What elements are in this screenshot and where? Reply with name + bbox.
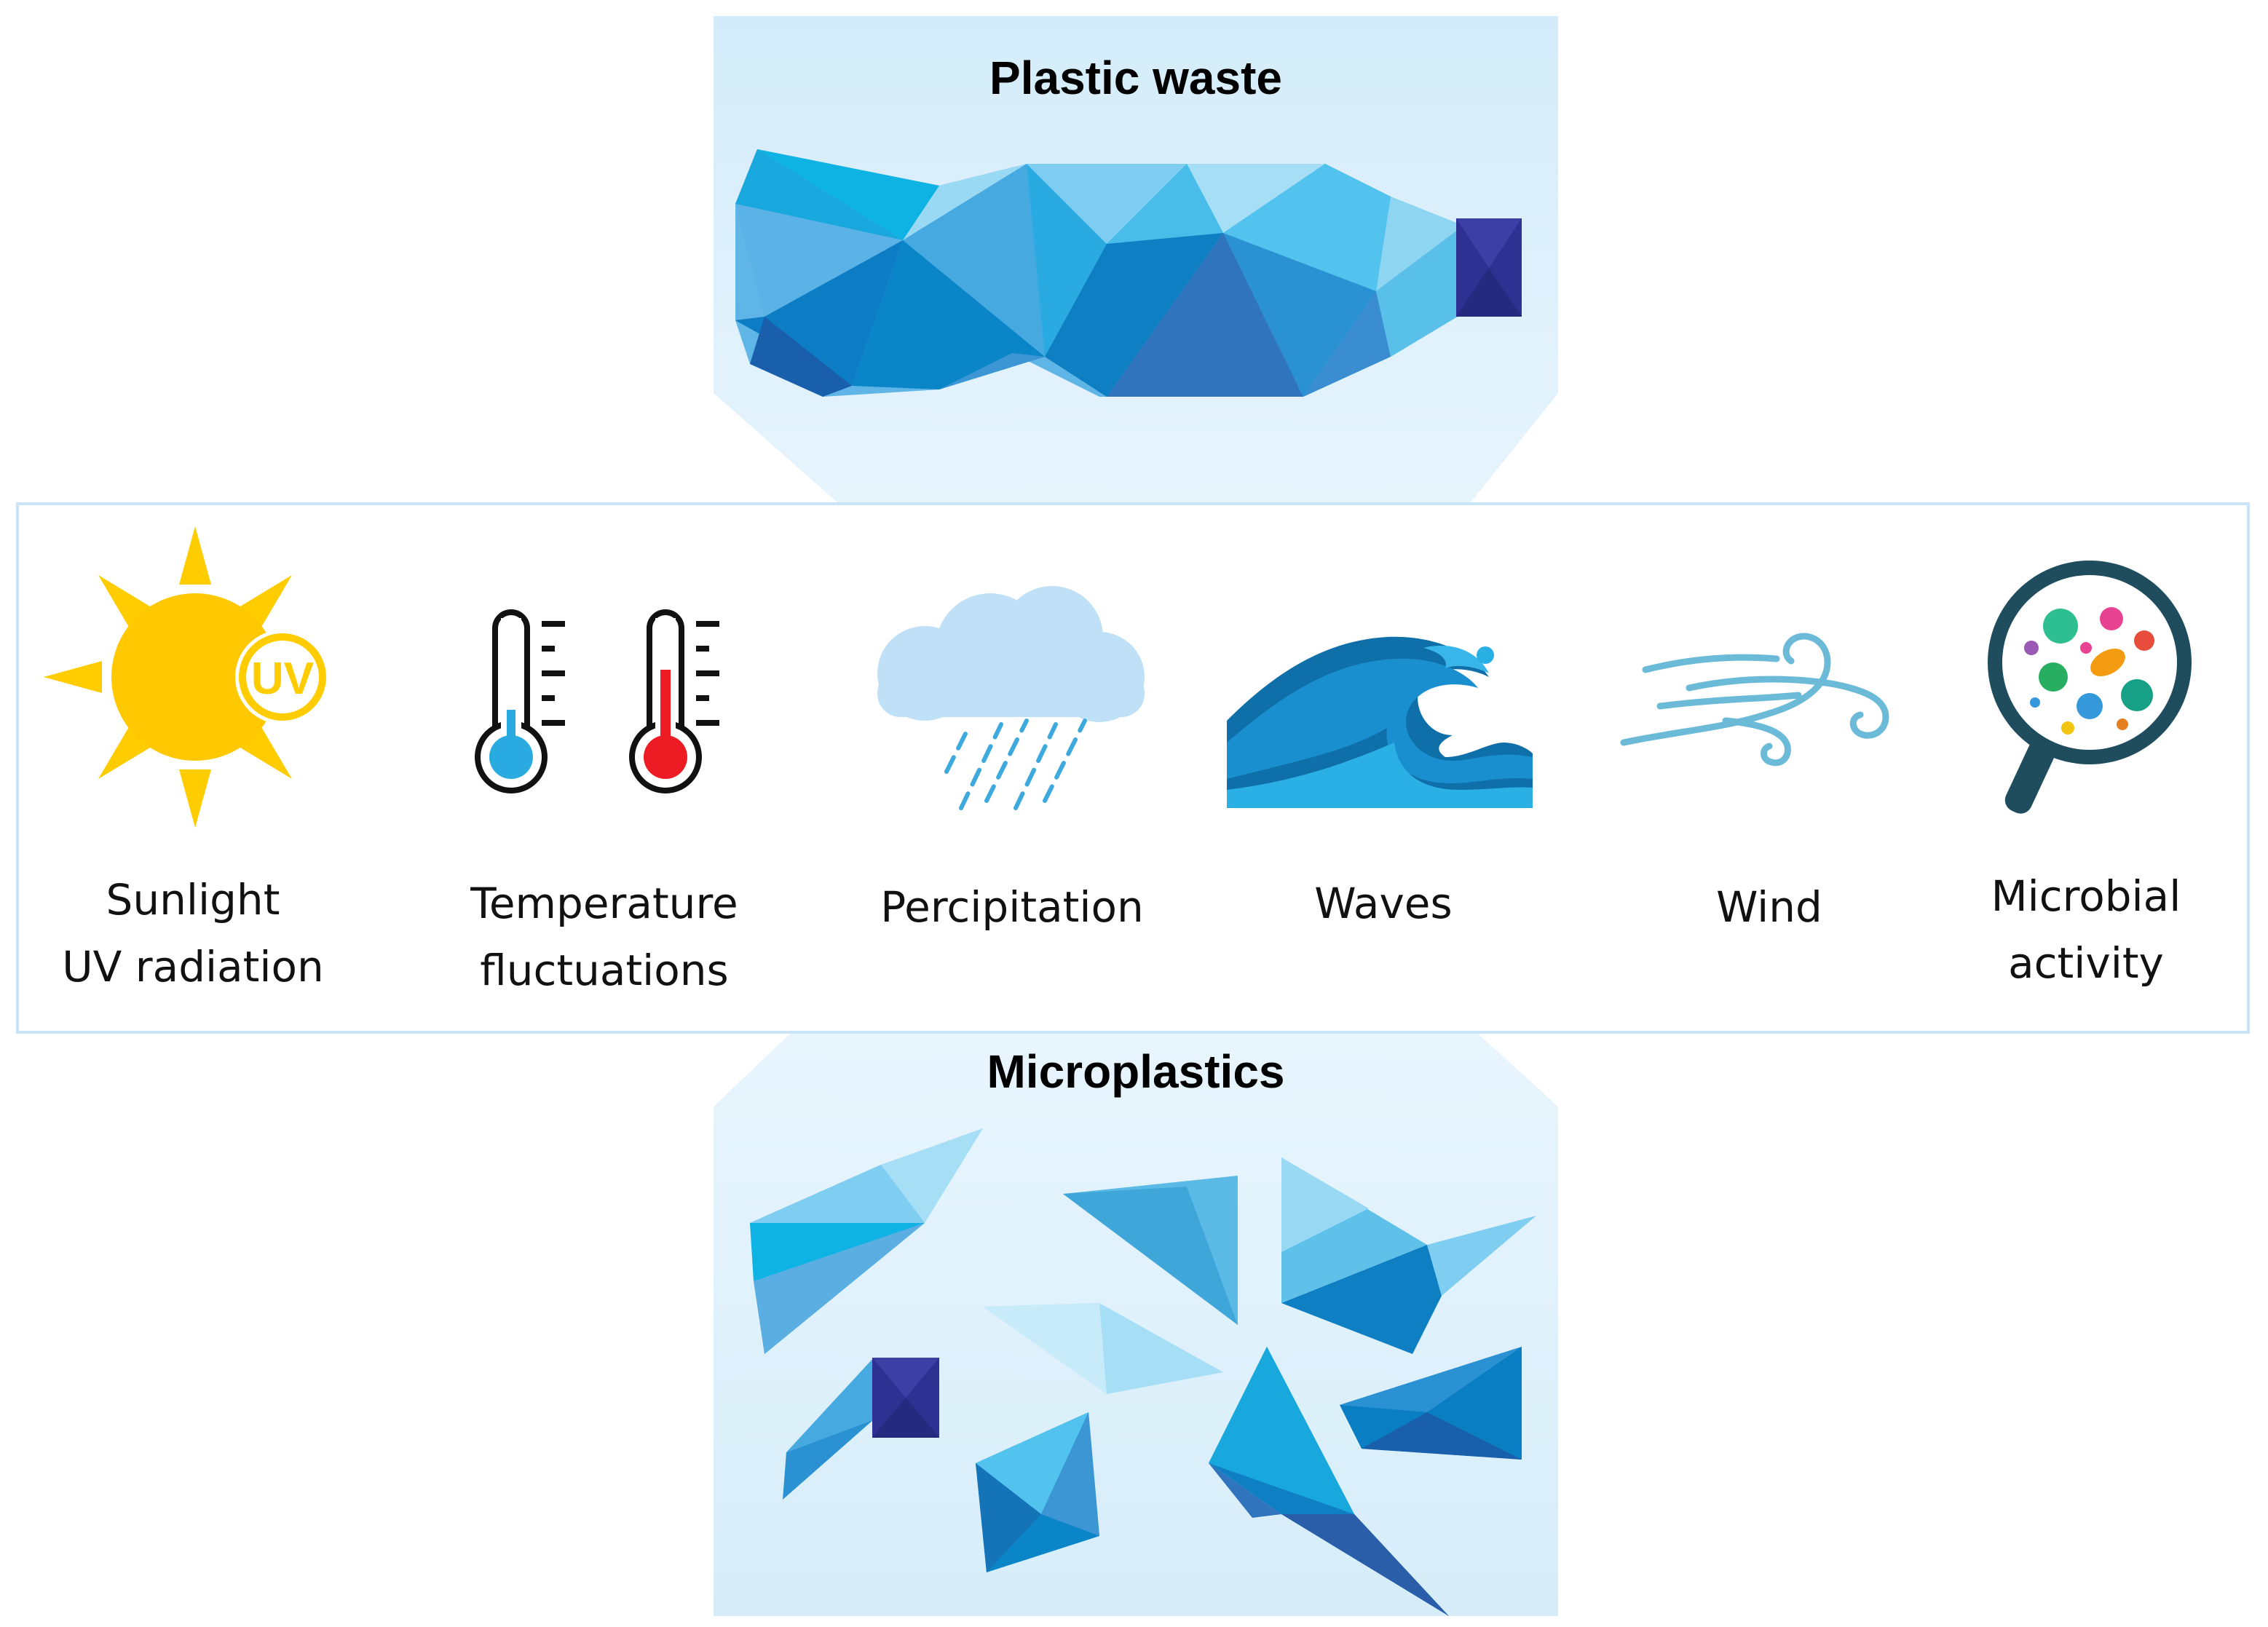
fragment-8 (1340, 1347, 1522, 1460)
fragment-1 (750, 1128, 983, 1354)
microplastic-fragments (750, 1128, 1536, 1616)
fragment-6 (976, 1412, 1099, 1572)
factor-percipitation-label: Percipitation (880, 882, 1144, 932)
plastic-bottle-icon (735, 149, 1522, 397)
wind-icon (1620, 633, 1889, 767)
microplastics-title: Microplastics (987, 1045, 1285, 1098)
factor-waves-label: Waves (1314, 879, 1453, 928)
fragment-4 (983, 1303, 1223, 1394)
plastic-waste-title: Plastic waste (989, 52, 1282, 104)
wave-icon (1227, 636, 1533, 808)
uv-badge: UV (251, 654, 314, 704)
fragment-2 (1063, 1176, 1238, 1325)
magnifier-microbes-icon (1988, 561, 2192, 814)
sun-uv-icon: UV (44, 526, 330, 828)
fragment-5 (783, 1358, 939, 1500)
thermometer-icon (475, 609, 719, 793)
factors-band (16, 502, 2250, 1034)
factor-wind-label: Wind (1716, 882, 1822, 932)
fragment-7 (1209, 1347, 1449, 1616)
fragment-3 (1281, 1157, 1536, 1354)
rain-cloud-icon (877, 586, 1145, 810)
